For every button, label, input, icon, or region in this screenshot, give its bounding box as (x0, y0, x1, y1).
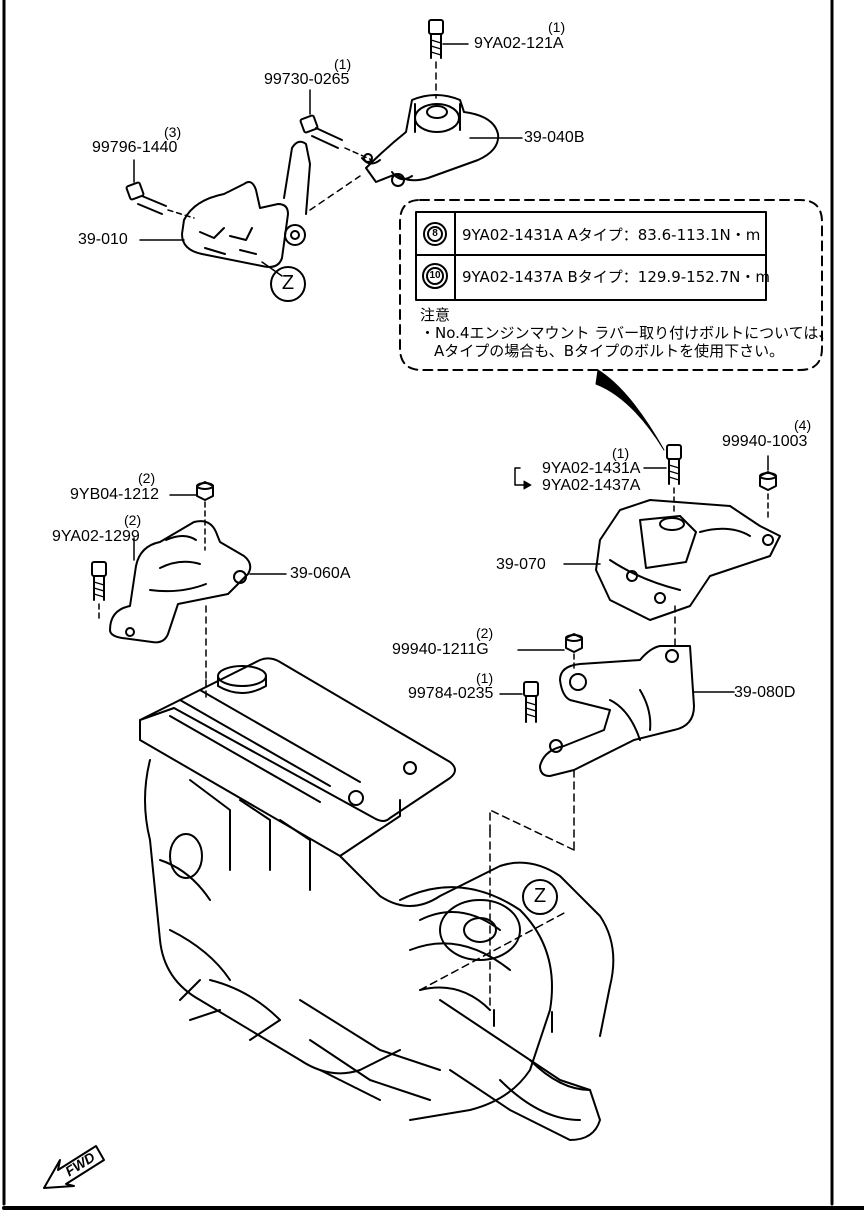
qty-9ya02-121a: (1) (548, 19, 566, 35)
label-99940-1003: 99940-1003 (722, 433, 808, 450)
qty-9ya02-1431a: (1) (612, 445, 630, 461)
mount-39-040b-drawing (361, 94, 523, 187)
bolt-99784-0235-drawing (499, 681, 539, 723)
z-marker-top-circle (270, 266, 306, 302)
nut-9yb04-1212-drawing (169, 481, 214, 551)
qty-99940-1211g: (2) (476, 625, 494, 641)
socket-8-icon (423, 222, 447, 246)
label-39-080d: 39-080D (734, 684, 796, 701)
qty-99784-0235: (1) (476, 670, 494, 686)
label-39-040b: 39-040B (524, 129, 585, 146)
note-line-1: ・No.4エンジンマウント ラバー取り付けボルトについては、 (420, 324, 834, 342)
label-99784-0235: 99784-0235 (408, 685, 494, 702)
torque-row-b: 9YA02-1437A Bタイプ：129.9-152.7N・m (462, 268, 770, 286)
z-marker-bottom: Z (533, 885, 547, 907)
socket-10-badge: 10 (429, 270, 441, 281)
bolt-9ya02-121a-drawing (428, 19, 469, 99)
label-39-070: 39-070 (496, 556, 546, 573)
qty-9yb04-1212: (2) (138, 470, 156, 486)
label-9ya02-1437a: 9YA02-1437A (542, 477, 641, 494)
label-9ya02-1299: 9YA02-1299 (52, 528, 140, 545)
note-title: 注意 (420, 306, 451, 324)
label-99940-1211g: 99940-1211G (392, 641, 489, 658)
label-39-060a: 39-060A (290, 565, 351, 582)
torque-callout-frame (399, 199, 823, 371)
mount-39-070-drawing (563, 499, 781, 651)
torque-row-a: 9YA02-1431A Aタイプ：83.6-113.1N・m (462, 226, 761, 244)
label-39-010: 39-010 (78, 231, 128, 248)
label-9ya02-121a: 9YA02-121A (474, 35, 564, 52)
nut-99940-1211g-drawing (517, 633, 583, 673)
engine-transmission-drawing (139, 657, 615, 1141)
bolt-9ya02-1299-drawing (91, 537, 135, 623)
note-line-2: Aタイプの場合も、Bタイプのボルトを使用下さい。 (434, 342, 785, 360)
label-99730-0265: 99730-0265 (264, 71, 350, 88)
qty-9ya02-1299: (2) (124, 512, 142, 528)
qty-99730-0265: (1) (334, 56, 352, 72)
qty-99796-1440: (3) (164, 124, 182, 140)
nut-99940-1003-drawing (759, 455, 777, 521)
z-marker-top: Z (281, 272, 295, 294)
label-99796-1440: 99796-1440 (92, 139, 178, 156)
z-marker-bottom-circle (522, 879, 558, 915)
socket-8-badge: 8 (432, 228, 438, 239)
bolt-99796-1440-drawing (125, 159, 195, 219)
label-9ya02-1431a: 9YA02-1431A (542, 460, 641, 477)
bracket-39-080d-drawing (489, 645, 735, 851)
qty-99940-1003: (4) (794, 417, 812, 433)
bolt-99730-0265-drawing (299, 89, 373, 161)
callout-pointer (595, 369, 665, 451)
bolt-9ya02-1431a-drawing (514, 444, 682, 513)
label-9yb04-1212: 9YB04-1212 (70, 486, 159, 503)
fwd-arrow-icon (43, 1145, 105, 1189)
socket-10-icon (422, 263, 448, 289)
mount-39-060a-drawing (109, 520, 287, 681)
bracket-39-010-drawing (139, 140, 361, 277)
